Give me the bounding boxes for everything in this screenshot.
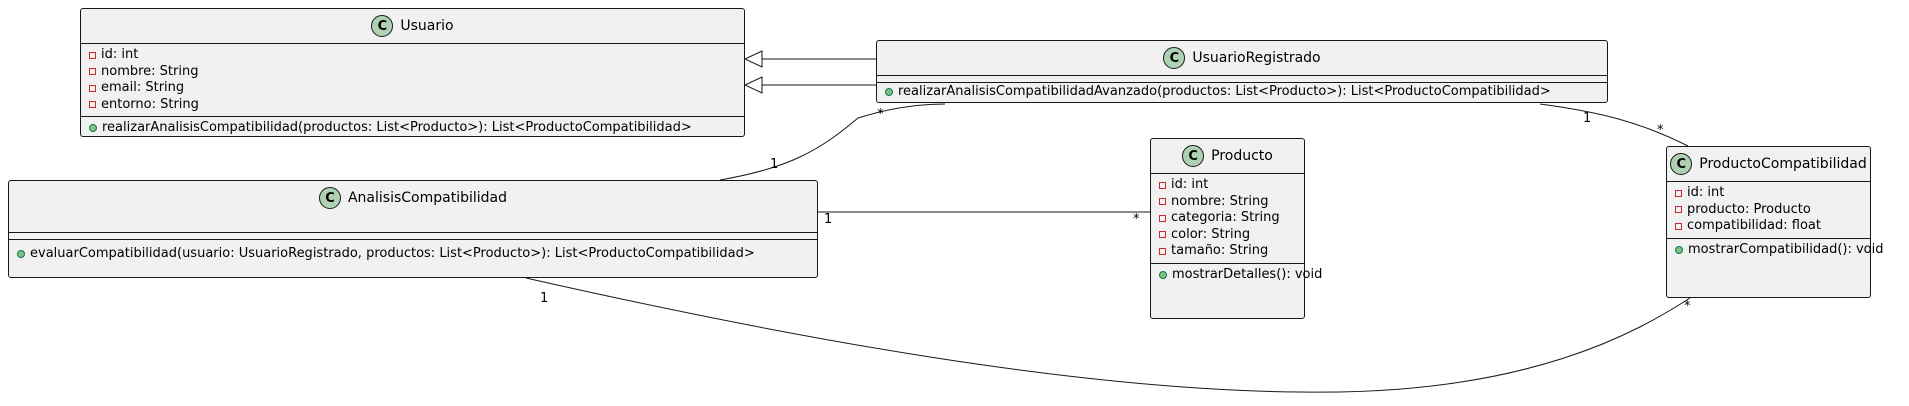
method-row: mostrarDetalles(): void bbox=[1159, 267, 1322, 284]
multiplicity-label: * bbox=[1133, 212, 1140, 227]
multiplicity-label: * bbox=[1657, 123, 1664, 138]
attributes-section: id: int nombre: String categoria: String… bbox=[1151, 174, 1304, 263]
attribute-row: categoria: String bbox=[1159, 210, 1304, 227]
private-marker-icon bbox=[1675, 222, 1682, 230]
multiplicity-label: 1 bbox=[1583, 111, 1592, 126]
attributes-section: id: int producto: Producto compatibilida… bbox=[1667, 182, 1870, 238]
private-marker-icon bbox=[1159, 198, 1166, 206]
class-name: AnalisisCompatibilidad bbox=[347, 190, 508, 206]
attribute-row: compatibilidad: float bbox=[1675, 218, 1870, 235]
private-marker-icon bbox=[89, 84, 96, 92]
association-analisis-productocompat bbox=[525, 277, 1691, 393]
attribute-row: nombre: String bbox=[89, 64, 744, 81]
association-usuarioregistrado-productocompat bbox=[1539, 103, 1689, 147]
class-name: Usuario bbox=[400, 18, 454, 34]
methods-section: realizarAnalisisCompatibilidadAvanzado(p… bbox=[877, 83, 1607, 104]
multiplicity-label: 1 bbox=[824, 212, 833, 227]
method-row: evaluarCompatibilidad(usuario: UsuarioRe… bbox=[17, 246, 817, 263]
class-badge-icon: C bbox=[371, 15, 394, 37]
public-marker-icon bbox=[1675, 245, 1683, 254]
multiplicity-label: 1 bbox=[770, 157, 779, 172]
multiplicity-label: * bbox=[1684, 299, 1691, 314]
attribute-row: id: int bbox=[1675, 185, 1870, 202]
attribute-row: color: String bbox=[1159, 227, 1304, 244]
association-analisis-usuarioregistrado bbox=[719, 103, 946, 181]
generalization-edge-1 bbox=[743, 50, 876, 68]
private-marker-icon bbox=[1159, 214, 1166, 222]
attribute-row: entorno: String bbox=[89, 97, 744, 114]
class-usuario[interactable]: C Usuario id: int nombre: String email: … bbox=[80, 8, 745, 137]
private-marker-icon bbox=[1675, 206, 1682, 214]
attributes-section: id: int nombre: String email: String ent… bbox=[81, 44, 744, 116]
attribute-row: email: String bbox=[89, 80, 744, 97]
class-name: ProductoCompatibilidad bbox=[1699, 156, 1867, 172]
private-marker-icon bbox=[1675, 189, 1682, 197]
generalization-edge-2 bbox=[743, 76, 876, 94]
class-badge-icon: C bbox=[318, 187, 341, 209]
private-marker-icon bbox=[89, 51, 96, 59]
class-badge-icon: C bbox=[1163, 47, 1186, 69]
public-marker-icon bbox=[885, 88, 893, 97]
methods-section: realizarAnalisisCompatibilidad(productos… bbox=[81, 117, 744, 140]
private-marker-icon bbox=[89, 68, 96, 76]
public-marker-icon bbox=[17, 250, 25, 259]
methods-section: evaluarCompatibilidad(usuario: UsuarioRe… bbox=[9, 240, 817, 266]
attribute-row: producto: Producto bbox=[1675, 202, 1870, 219]
private-marker-icon bbox=[1159, 181, 1166, 189]
attribute-row: id: int bbox=[1159, 177, 1304, 194]
attribute-row: id: int bbox=[89, 47, 744, 64]
class-producto-compatibilidad[interactable]: C ProductoCompatibilidad id: int product… bbox=[1666, 146, 1884, 298]
multiplicity-label: 1 bbox=[540, 291, 549, 306]
public-marker-icon bbox=[89, 124, 97, 133]
class-usuario-registrado[interactable]: C UsuarioRegistrado realizarAnalisisComp… bbox=[876, 40, 1608, 103]
public-marker-icon bbox=[1159, 270, 1167, 279]
class-name: UsuarioRegistrado bbox=[1192, 50, 1321, 66]
class-producto[interactable]: C Producto id: int nombre: String catego… bbox=[1150, 138, 1322, 319]
class-badge-icon: C bbox=[1182, 145, 1205, 167]
multiplicity-label: * bbox=[877, 107, 884, 122]
private-marker-icon bbox=[1159, 231, 1166, 239]
private-marker-icon bbox=[89, 101, 96, 109]
method-row: realizarAnalisisCompatibilidadAvanzado(p… bbox=[885, 84, 1607, 101]
class-analisis-compatibilidad[interactable]: C AnalisisCompatibilidad evaluarCompatib… bbox=[8, 180, 818, 278]
methods-section: mostrarDetalles(): void bbox=[1151, 264, 1322, 287]
methods-section: mostrarCompatibilidad(): void bbox=[1667, 239, 1884, 262]
method-row: realizarAnalisisCompatibilidad(productos… bbox=[89, 120, 744, 137]
class-name: Producto bbox=[1211, 148, 1273, 164]
attribute-row: nombre: String bbox=[1159, 194, 1304, 211]
attribute-row: tamaño: String bbox=[1159, 243, 1304, 260]
private-marker-icon bbox=[1159, 247, 1166, 255]
class-badge-icon: C bbox=[1670, 153, 1693, 175]
method-row: mostrarCompatibilidad(): void bbox=[1675, 242, 1884, 259]
